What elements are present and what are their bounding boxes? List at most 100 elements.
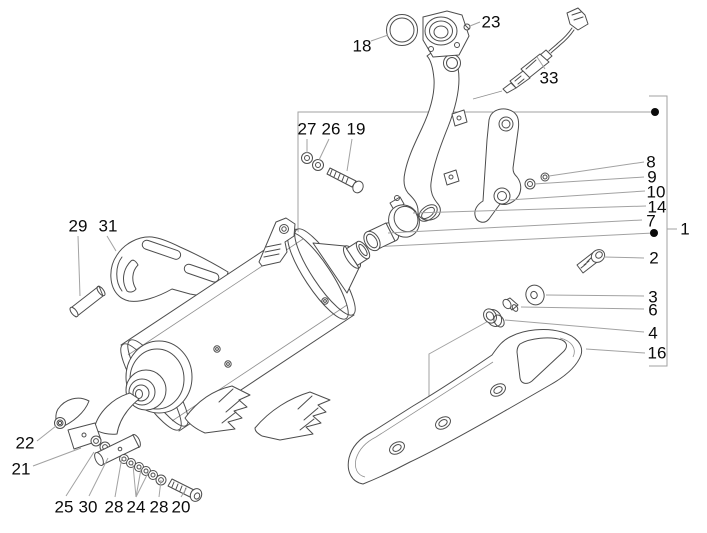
shield-slot xyxy=(183,263,220,283)
callout-30-spacer-tube: 30 xyxy=(79,498,98,517)
callout-20-stud-bolt: 20 xyxy=(172,498,191,517)
leader-stud-bolt xyxy=(180,488,187,498)
leader-lock-nut xyxy=(36,425,57,442)
oxygen-sensor xyxy=(472,7,589,100)
exhaust-gasket-ring xyxy=(386,14,418,46)
callout-26-flat-washer: 26 xyxy=(322,120,341,139)
callout-1-assembly: 1 xyxy=(680,220,689,239)
sensor-tip xyxy=(502,82,517,94)
callout-10-bracket-bush: 10 xyxy=(647,183,666,202)
callout-28-small-washer: 28 xyxy=(105,498,124,517)
callout-19-hex-bolt: 19 xyxy=(347,120,366,139)
leader-washer-set xyxy=(132,464,137,498)
bottom-mounting-cluster xyxy=(54,417,203,502)
leader-exhaust-gasket-ring xyxy=(370,34,389,42)
shield-grommet xyxy=(389,383,506,455)
muffler-inlet-cone xyxy=(312,240,371,294)
muffler-end-cap xyxy=(125,340,193,414)
callout-24-washer-set: 24 xyxy=(127,498,146,517)
callout-18-exhaust-gasket-ring: 18 xyxy=(353,37,372,56)
callout-25-plate-washer: 25 xyxy=(55,498,74,517)
callout-9-washer: 9 xyxy=(647,168,656,187)
callout-14-clamp: 14 xyxy=(648,198,667,217)
flanged-bush xyxy=(483,308,505,328)
exhaust-downpipe xyxy=(403,51,468,222)
callout-33-oxygen-sensor: 33 xyxy=(540,69,559,88)
leader-washer xyxy=(533,176,645,185)
callout-6-spacer-bush: 6 xyxy=(648,301,657,320)
leader-washer-set xyxy=(135,468,142,498)
clamp-screw-block xyxy=(389,196,405,211)
assembly-bracket xyxy=(649,95,668,367)
bolt-shaft xyxy=(326,167,357,188)
leader-lines xyxy=(32,21,677,498)
callout-23-flange-screw: 23 xyxy=(482,13,501,32)
leader-coupling-sleeve xyxy=(387,219,643,234)
callout-2-mount-bolt: 2 xyxy=(649,249,658,268)
pipe-tag xyxy=(443,169,460,186)
leader-clamp xyxy=(412,205,647,214)
assembly-leader xyxy=(297,111,655,236)
lock-nut xyxy=(54,417,66,429)
callout-28-small-washer: 28 xyxy=(150,498,169,517)
leader-nut xyxy=(548,161,645,177)
spacer-bush xyxy=(502,297,519,312)
pipe-tag xyxy=(451,109,468,127)
leader-flat-washer xyxy=(318,138,330,161)
heat-shield-guard-upper xyxy=(110,236,229,302)
bolt-washer-set-top xyxy=(301,152,364,194)
callout-21-support-plate: 21 xyxy=(12,460,31,479)
leader-bracket-bush xyxy=(508,190,646,201)
muffler-hanger-bracket xyxy=(258,217,296,267)
callout-29-pin: 29 xyxy=(69,217,88,236)
callout-31-heat-shield-guard: 31 xyxy=(99,217,118,236)
leader-mount-bolt xyxy=(603,256,645,259)
assembly-bullet xyxy=(651,108,659,116)
leader-spacer-bush xyxy=(520,306,645,310)
leader-oxygen-sensor xyxy=(536,56,546,70)
heat-shield-guard-lower xyxy=(55,385,331,441)
pipe-open-end xyxy=(418,204,438,222)
leader-mount-washer xyxy=(545,294,645,297)
washer-train xyxy=(119,454,167,486)
callout-8-nut: 8 xyxy=(646,153,655,172)
leader-hex-bolt xyxy=(346,138,353,172)
leader-pin xyxy=(77,235,81,297)
pipe-bracket xyxy=(474,108,522,223)
exhaust-clamp xyxy=(388,195,420,238)
leader-small-washer xyxy=(114,456,123,498)
shield-slot xyxy=(141,239,182,260)
leader-flange-screw xyxy=(469,21,481,27)
callout-4-flanged-bush: 4 xyxy=(648,324,657,343)
callout-7-coupling-sleeve: 7 xyxy=(646,212,655,231)
pin xyxy=(69,285,106,318)
assembly-bullet xyxy=(650,229,658,237)
leader-washer-set xyxy=(135,472,149,498)
callout-22-lock-nut: 22 xyxy=(16,434,35,453)
lower-heat-shield xyxy=(347,328,583,485)
callout-16-lower-heat-shield: 16 xyxy=(648,344,667,363)
nut-and-washer xyxy=(524,172,550,190)
mount-bolt xyxy=(576,249,606,274)
leader-support-plate xyxy=(32,447,82,467)
leader-flanged-bush xyxy=(504,319,645,333)
inlet-flange xyxy=(422,10,470,58)
leader-spacer-tube xyxy=(88,457,109,497)
leader-lower-heat-shield xyxy=(585,348,646,354)
leader-plate-washer xyxy=(65,451,95,497)
coupling-sleeve xyxy=(363,222,400,252)
bolt-head xyxy=(352,180,364,194)
shield-cutout xyxy=(516,337,567,384)
rivet xyxy=(213,297,329,368)
callout-3-mount-washer: 3 xyxy=(648,288,657,307)
stud-bolt xyxy=(167,478,203,502)
assembly-leader xyxy=(369,232,655,248)
callout-27-spring-washer: 27 xyxy=(298,120,317,139)
leader-heat-shield-guard xyxy=(106,235,117,252)
mount-washer xyxy=(525,284,545,306)
leader-small-washer xyxy=(158,479,162,498)
flange-screw xyxy=(463,23,471,31)
